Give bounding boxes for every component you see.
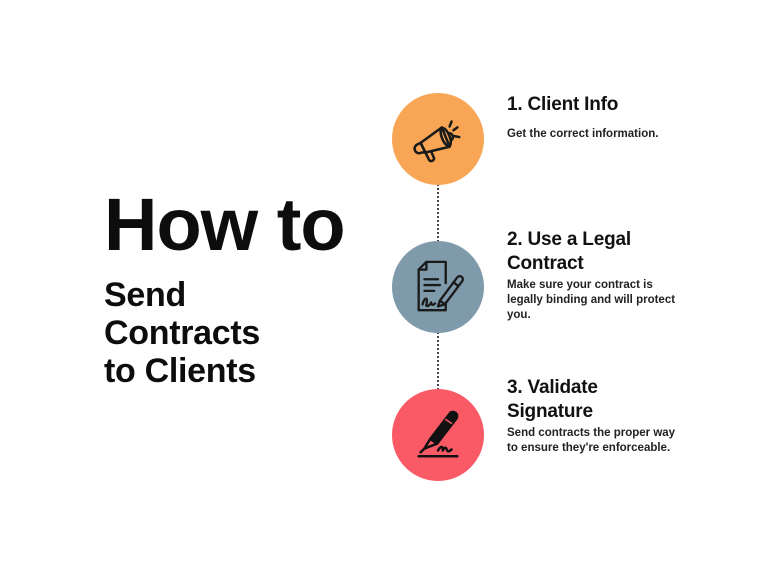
step-description: Make sure your contract is legally bindi…: [507, 278, 727, 323]
step-title-line: Contract: [507, 253, 584, 274]
step-description-line: Send contracts the proper way: [507, 427, 676, 439]
step-title-line: 3. Validate: [507, 377, 598, 398]
subtitle-line: Send: [104, 276, 186, 314]
step-title-line: Signature: [507, 401, 593, 422]
fountain-pen-signature-icon: [417, 410, 459, 458]
step-description-line: Make sure your contract is: [507, 279, 653, 291]
step-description-line: to ensure they're enforceable.: [507, 442, 671, 454]
step-description-line: you.: [507, 309, 531, 321]
title-subtitle: Send Contracts to Clients: [104, 276, 345, 390]
step-3-circle: [392, 389, 484, 481]
step-title: 2. Use a Legal Contract: [507, 228, 727, 276]
megaphone-icon: [413, 120, 461, 163]
step-3: 3. Validate Signature Send contracts the…: [507, 376, 727, 456]
infographic-title: How to Send Contracts to Clients: [104, 183, 346, 391]
step-title: 3. Validate Signature: [507, 376, 727, 424]
subtitle-line: Contracts: [104, 314, 260, 352]
dotted-connector: [437, 332, 439, 390]
step-description-line: legally binding and will protect: [507, 294, 676, 306]
title-main: How to: [104, 183, 346, 266]
step-1-circle: [392, 93, 484, 185]
step-description: Get the correct information.: [507, 128, 659, 140]
step-title: 1. Client Info: [507, 94, 619, 115]
signed-document-icon: [417, 260, 464, 312]
step-title-line: 2. Use a Legal: [507, 229, 631, 250]
subtitle-line: to Clients: [104, 352, 256, 390]
step-2: 2. Use a Legal Contract Make sure your c…: [507, 228, 727, 323]
dotted-connector: [437, 184, 439, 242]
step-description: Send contracts the proper way to ensure …: [507, 426, 727, 456]
step-1: 1. Client Info Get the correct informati…: [507, 93, 727, 142]
step-2-circle: [392, 241, 484, 333]
